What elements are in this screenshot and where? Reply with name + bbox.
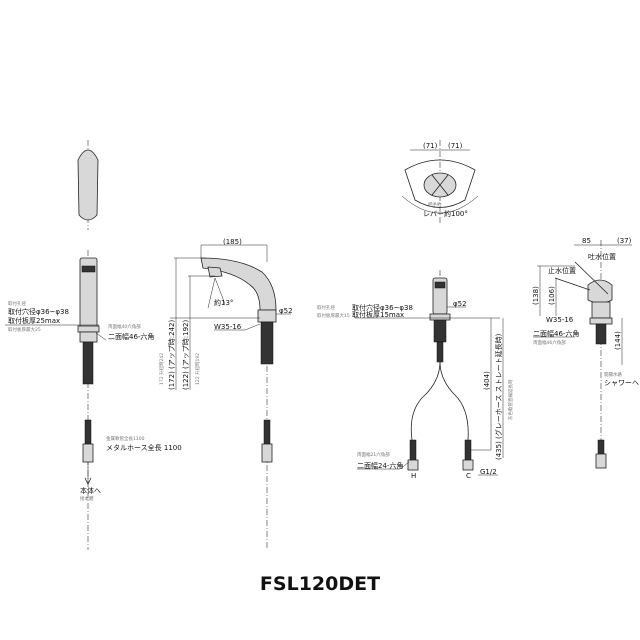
hole-note-small: 取付孔径 xyxy=(8,300,26,307)
model-title: FSL120DET xyxy=(260,573,380,595)
top-left-dim: (71) xyxy=(423,142,438,150)
hole-note-small-front: 取付孔径 xyxy=(317,304,335,311)
height-106: (106) xyxy=(548,286,556,305)
hex-note-small-front: 両面幅21六角部 xyxy=(357,451,390,458)
spout-position: 吐水位置 xyxy=(588,252,616,261)
to-body-small: 接本體 xyxy=(80,495,94,502)
hex-note-small: 両面幅40六角部 xyxy=(108,323,141,330)
thread-label-right: W35-16 xyxy=(546,316,574,324)
plate-thickness-label: 取付板厚25max xyxy=(8,316,60,325)
hex-note-small-right: 両面幅46六角部 xyxy=(533,339,566,346)
height-dim-242: (172) (アップ時:242) xyxy=(168,320,176,390)
length-404: (404) xyxy=(483,371,491,390)
to-body-label: 本体へ xyxy=(80,486,101,495)
hole-diameter-label: 取付穴径φ36~φ38 xyxy=(8,307,69,316)
front-view: φ52 取付孔径 取付穴径φ36~φ38 取付板厚最大15 取付板厚15max … xyxy=(317,270,514,480)
diameter-label-front: φ52 xyxy=(453,300,467,308)
hose-note-small: 金属軟管全長1100 xyxy=(106,435,145,442)
cold-label: C xyxy=(466,472,471,480)
front-top-view: (71) (71) 把手約 レバー約100° xyxy=(401,140,479,225)
height-144: (144) xyxy=(614,331,622,350)
lever-angle: レバー約100° xyxy=(423,209,468,218)
dim-37: (37) xyxy=(617,237,632,245)
plate-note-small: 取付板厚最大25 xyxy=(8,326,41,333)
angle-label: 約13° xyxy=(214,298,233,307)
hex-width-label: 二面幅46-六角 xyxy=(108,332,154,341)
to-shower: シャワーへ xyxy=(604,379,639,387)
right-side-view: 85 (37) 吐水位置 止水位置 (138) (106) W35-16 二面幅… xyxy=(532,237,639,469)
hex-width-front: 二面幅24-六角 xyxy=(357,461,403,470)
hex-width-right: 二面幅46-六角 xyxy=(533,329,579,338)
plate-thickness-front: 取付板厚15max xyxy=(352,310,404,319)
top-right-dim: (71) xyxy=(448,142,463,150)
shower-small: 開關水路 xyxy=(604,371,622,378)
pipe-thread-label: G1/2 xyxy=(480,468,497,476)
length-435: (435) (グレーホース ストレート延長時) xyxy=(494,333,503,460)
side-view: (185) 約13° φ52 W35-16 (172) (アップ時:242) (… xyxy=(158,238,293,550)
hose-corrugation xyxy=(82,341,94,385)
lever-small: 把手約 xyxy=(428,201,442,208)
left-top-view xyxy=(77,140,99,230)
hot-label: H xyxy=(411,472,416,480)
hose-length-label: メタルホース全長 1100 xyxy=(106,443,182,452)
length-small: 灰色軟管直線延長時 xyxy=(507,379,514,420)
diameter-label: φ52 xyxy=(279,307,293,315)
height-small-242: 172 升起時242 xyxy=(158,353,165,385)
height-138: (138) xyxy=(532,286,540,305)
height-dim-192: (122) (アップ時:192) xyxy=(182,320,190,390)
hole-diameter-front: 取付穴径φ36~φ38 xyxy=(352,303,413,312)
left-front-view: 取付孔径 取付穴径φ36~φ38 取付板厚25max 取付板厚最大25 両面幅4… xyxy=(5,250,182,550)
plate-note-small-front: 取付板厚最大15 xyxy=(317,312,350,319)
thread-label: W35-16 xyxy=(214,323,242,331)
dim-85: 85 xyxy=(582,237,591,245)
height-small-192: 122 升起時192 xyxy=(194,353,201,385)
stop-position: 止水位置 xyxy=(548,266,576,275)
width-dim-185: (185) xyxy=(223,238,242,246)
